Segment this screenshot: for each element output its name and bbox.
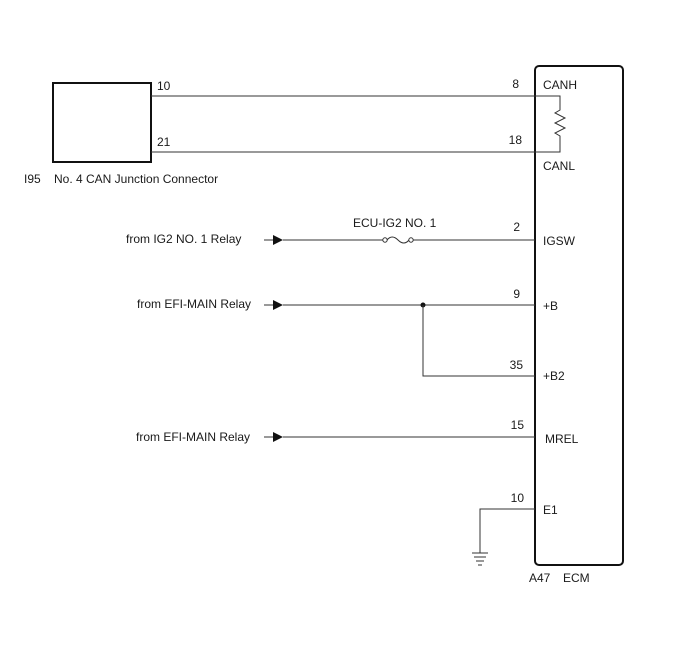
ecm-pin-label-igsw: IGSW [543,234,576,248]
ecm-pin-number-canh: 8 [512,77,519,91]
junction-pin-21: 21 [157,135,171,149]
fuse-label: ECU-IG2 NO. 1 [353,216,437,230]
igsw-arrow-icon [273,235,283,245]
ecm-name: ECM [563,571,590,585]
ecm-pin-number-mrel: 15 [511,418,525,432]
ecm-pin-number-b: 9 [513,287,520,301]
junction-connector-name: No. 4 CAN Junction Connector [54,172,218,186]
plus-b-source-label: from EFI-MAIN Relay [137,297,251,311]
junction-connector-box [52,82,152,163]
ecm-pin-label-b2: +B2 [543,369,565,383]
igsw-source-label: from IG2 NO. 1 Relay [126,232,241,246]
termination-resistor-icon [535,95,567,153]
ecm-box [534,65,624,566]
junction-pin-10: 10 [157,79,171,93]
e1-ground-wire [479,508,535,553]
ecm-pin-label-b: +B [543,299,558,313]
fuse-terminal-right [408,237,414,243]
junction-connector-code: I95 [24,172,41,186]
ecm-code: A47 [529,571,551,585]
ecm-pin-label-e1: E1 [543,503,558,517]
ecm-pin-number-igsw: 2 [513,220,520,234]
ecm-pin-label-canl: CANL [543,159,575,173]
ecm-pin-label-canh: CANH [543,78,577,92]
fuse-terminal-left [382,237,388,243]
plus-b-arrow-icon [273,300,283,310]
ecm-pin-number-e1: 10 [511,491,525,505]
ecm-pin-number-b2: 35 [510,358,524,372]
mrel-arrow-icon [273,432,283,442]
ground-icon [472,552,488,566]
fuse-icon [386,236,410,244]
mrel-source-label: from EFI-MAIN Relay [136,430,250,444]
ecm-pin-label-mrel: MREL [545,432,579,446]
ecm-pin-number-canl: 18 [509,133,523,147]
plus-b2-wire [422,305,535,377]
